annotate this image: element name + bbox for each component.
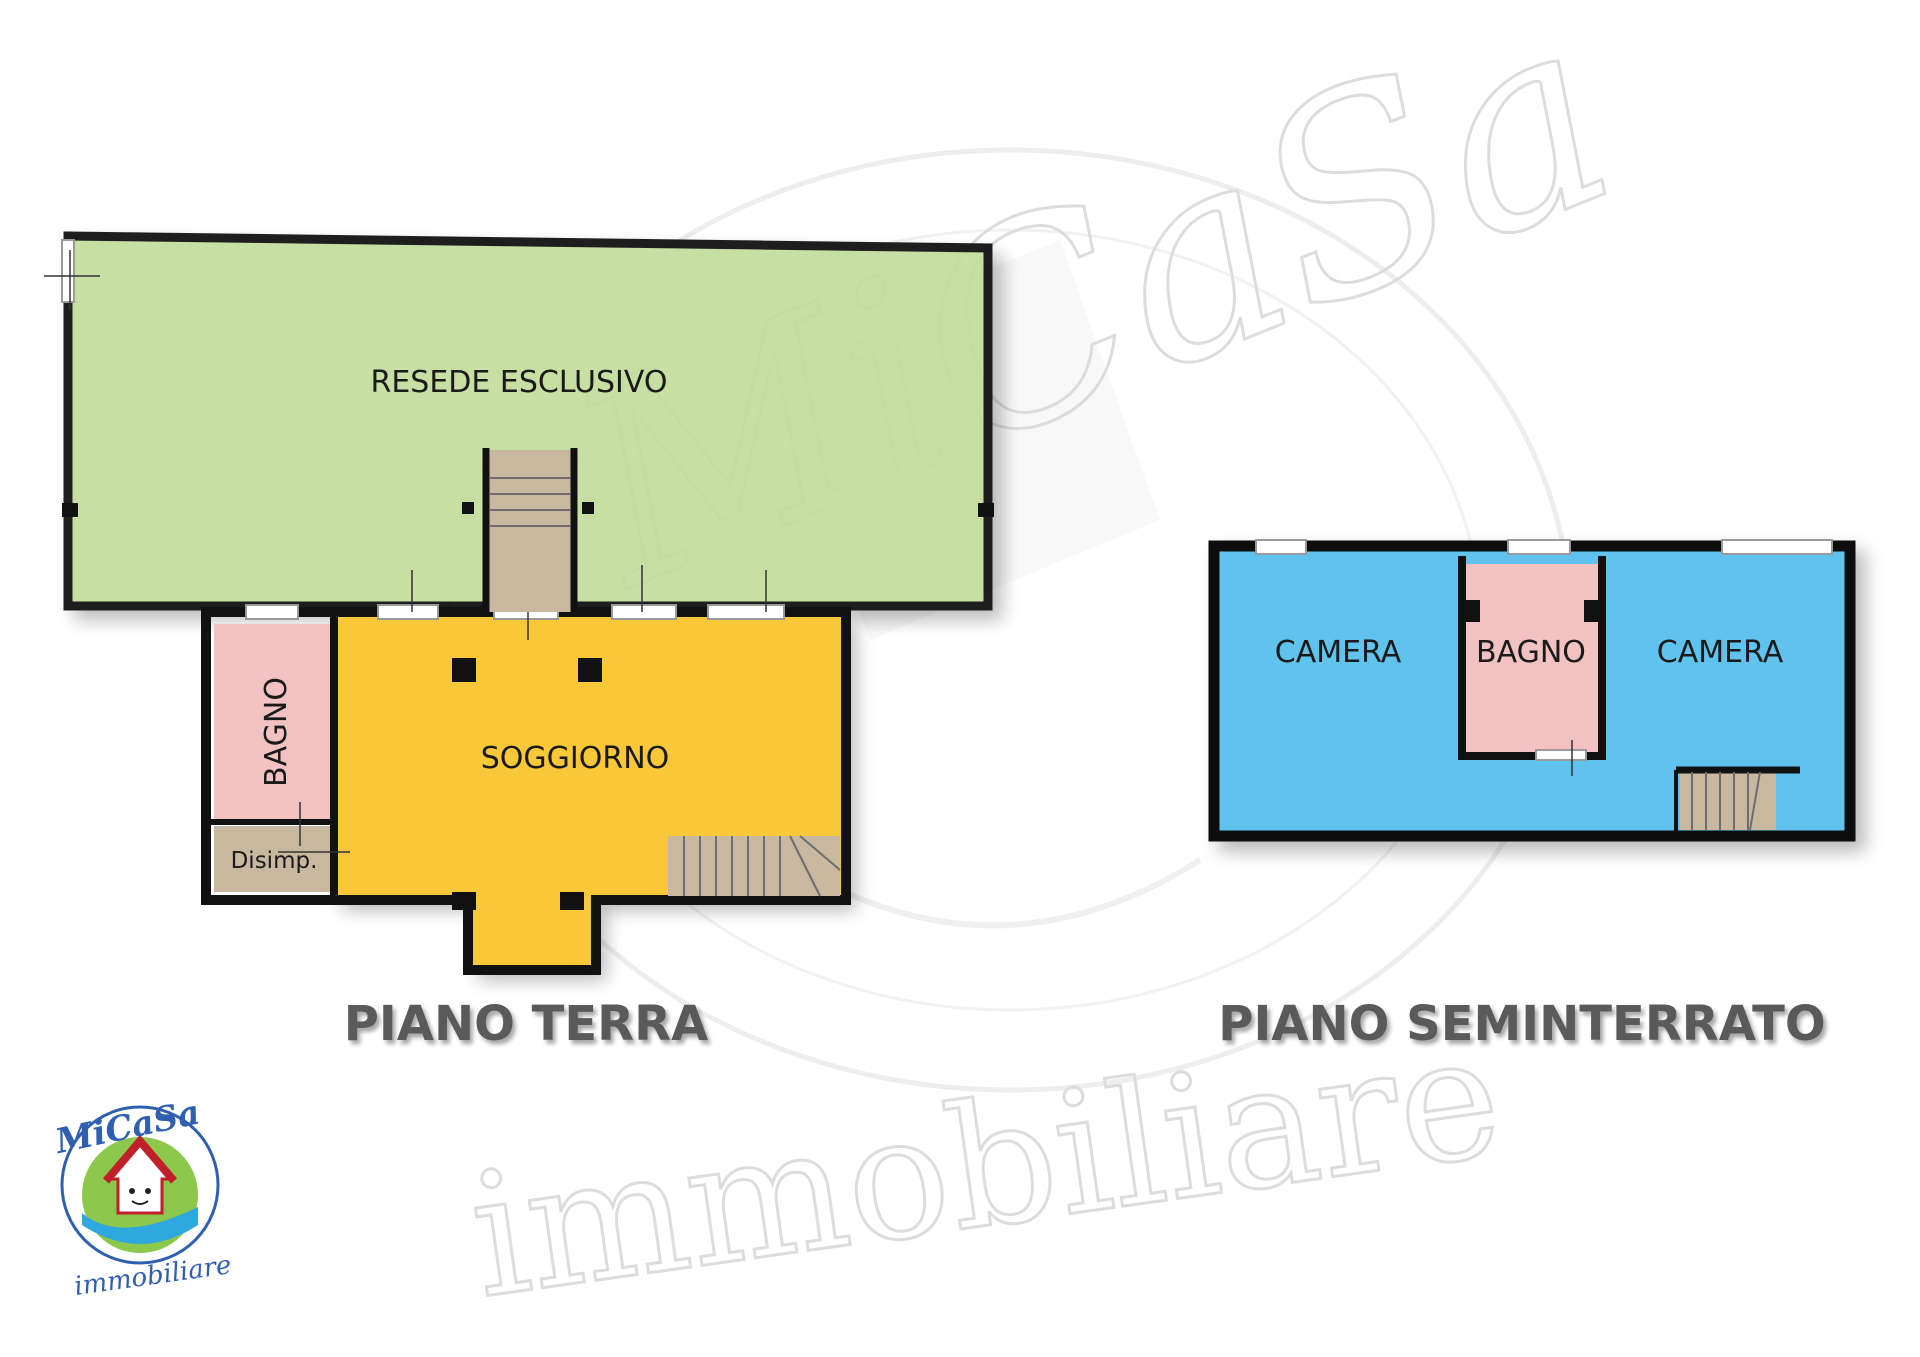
label-soggiorno: SOGGIORNO bbox=[481, 741, 670, 776]
label-resede: RESEDE ESCLUSIVO bbox=[370, 365, 667, 400]
stair-external bbox=[482, 448, 578, 612]
label-disimpegno: Disimp. bbox=[231, 848, 318, 874]
label-camera-right: CAMERA bbox=[1657, 635, 1784, 670]
room-bagno-ground bbox=[214, 624, 330, 820]
room-resede-esclusivo bbox=[63, 231, 993, 611]
micasa-logo: MiCaSa immobiliare bbox=[51, 1093, 233, 1302]
pillars-ground bbox=[62, 502, 994, 910]
room-bagno-basement bbox=[1464, 564, 1600, 754]
stair-internal-ground bbox=[668, 835, 841, 897]
label-camera-left: CAMERA bbox=[1275, 635, 1402, 670]
windows-basement bbox=[1255, 539, 1833, 761]
label-bagno-basement: BAGNO bbox=[1476, 635, 1586, 670]
ground-floor-plan: RESEDE ESCLUSIVO SOGGIORNO BAGNO Disimp.… bbox=[44, 231, 994, 1052]
stair-basement bbox=[1674, 766, 1800, 832]
pillars-basement bbox=[1464, 600, 1600, 622]
basement-floor-plan: CAMERA BAGNO CAMERA PIANO SEMINTERRATO bbox=[1208, 539, 1856, 1052]
floor-title-basement: PIANO SEMINTERRATO bbox=[1218, 996, 1825, 1052]
window-ticks bbox=[44, 250, 767, 853]
wall-bath-basement bbox=[1458, 556, 1606, 760]
room-disimpegno bbox=[214, 826, 330, 892]
floor-title-ground: PIANO TERRA bbox=[344, 996, 708, 1052]
wall-ground-outer bbox=[201, 607, 851, 975]
label-bagno-ground: BAGNO bbox=[259, 677, 294, 787]
